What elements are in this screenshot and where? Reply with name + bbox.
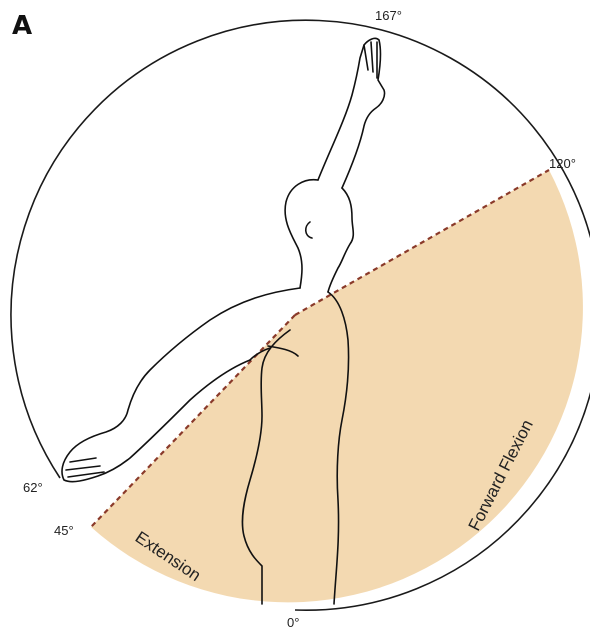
angle-label-62: 62°: [23, 480, 43, 495]
angle-label-167: 167°: [375, 8, 402, 23]
angle-label-45: 45°: [54, 523, 74, 538]
shaded-range-sector: [91, 170, 583, 602]
panel-label: A: [12, 11, 32, 41]
angle-label-120: 120°: [549, 156, 576, 171]
angle-label-0: 0°: [287, 615, 299, 630]
